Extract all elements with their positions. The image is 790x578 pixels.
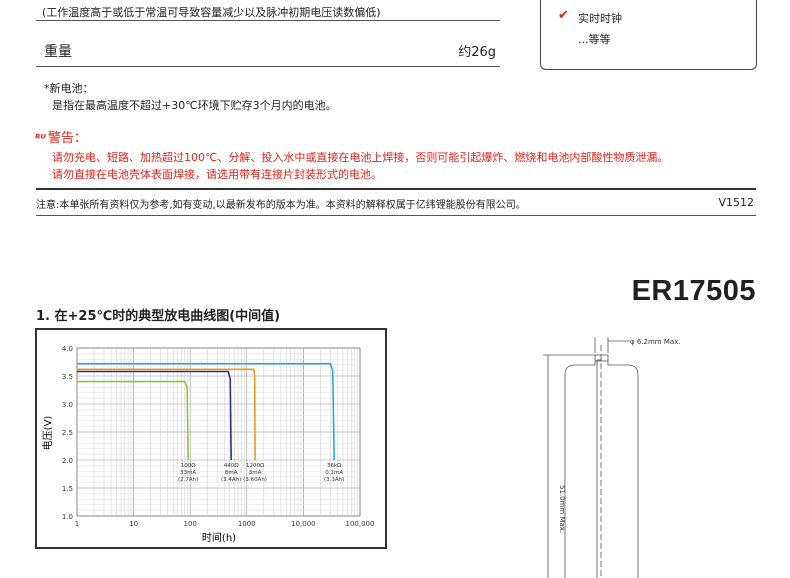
y-tick-label: 4.0: [62, 345, 73, 353]
application-item: 实时时钟: [578, 12, 622, 25]
divider: [36, 66, 500, 67]
divider: [36, 215, 756, 216]
x-tick-label: 1: [75, 520, 79, 528]
series-label: 33mA: [180, 470, 196, 476]
chart-frame: [35, 328, 387, 549]
series-label: 440Ω: [224, 463, 239, 469]
weight-label: 重量: [44, 44, 72, 60]
series-line: [77, 362, 335, 461]
y-axis-label: 电压(V): [41, 416, 54, 451]
x-tick-label: 10: [129, 520, 138, 528]
chart-title: 1. 在+25℃时的典型放电曲线图(中间值): [36, 309, 281, 324]
version-code: V1512: [718, 196, 754, 209]
chart-grid: [76, 347, 361, 517]
new-battery-definition: 是指在最高温度不超过+30℃环境下贮存3个月内的电池。: [52, 99, 337, 112]
model-number: ER17505: [631, 275, 756, 307]
x-tick-label: 10,000: [291, 520, 316, 528]
x-tick-label: 100: [184, 520, 197, 528]
y-tick-label: 3.0: [62, 401, 73, 409]
battery-dimension-drawing: φ 6.2mm Max. 51.0mm Max.: [543, 337, 681, 578]
series-label: (3.4Ah): [221, 477, 241, 483]
check-icon: ✔: [558, 8, 569, 23]
length-label: 51.0mm Max.: [558, 485, 566, 533]
series-label: 3mA: [249, 470, 262, 476]
series-label: 8mA: [225, 470, 238, 476]
new-battery-title: *新电池：: [44, 82, 94, 95]
application-item: ...等等: [578, 33, 611, 46]
series-label: 100Ω: [181, 463, 196, 469]
disclaimer: 注意:本单张所有资料仅为参考,如有变动,以最新发布的版本为准。本资料的解释权属于…: [36, 200, 526, 211]
y-tick-label: 3.5: [62, 373, 73, 381]
y-tick-label: 2.5: [62, 429, 73, 437]
series-label: 36kΩ: [327, 463, 341, 469]
y-tick-label: 2.0: [62, 457, 73, 465]
series-line: [77, 368, 256, 461]
series-label: (2.7Ah): [178, 477, 198, 483]
series-label: (3.3Ah): [324, 477, 344, 483]
chart-series: 100Ω33mA(2.7Ah)440Ω8mA(3.4Ah)1200Ω3mA(3.…: [77, 362, 344, 483]
divider: [36, 188, 756, 190]
series-label: 1200Ω: [246, 463, 264, 469]
x-axis-label: 时间(h): [202, 531, 236, 544]
series-label: (3.60Ah): [243, 477, 267, 483]
y-tick-label: 1.5: [62, 485, 73, 493]
y-tick-label: 1.0: [62, 513, 73, 521]
series-line: [77, 380, 189, 461]
weight-value: 约26g: [458, 45, 496, 60]
chart-ticks: 1.0 1.5 2.0 2.5 3.0 3.5 4.0 1 10 100 1000 10,000 100…: [62, 345, 375, 528]
discharge-chart: 100Ω33mA(2.7Ah)440Ω8mA(3.4Ah)1200Ω3mA(3.…: [41, 345, 375, 544]
warning-line: 请勿充电、短路、加热超过100℃、分解、投入水中或直接在电池上焊接，否则可能引起…: [52, 151, 669, 164]
x-tick-label: 1000: [238, 520, 256, 528]
application-box: [540, 0, 757, 70]
diameter-label: φ 6.2mm Max.: [630, 338, 681, 346]
temperature-note: (工作温度高于或低于常温可导致容量减少以及脉冲初期电压读数偏低): [42, 6, 381, 19]
ul-mark-icon: ᴿᵁ: [35, 132, 46, 145]
divider: [36, 20, 500, 21]
warning-line: 请勿直接在电池壳体表面焊接，请选用带有连接片封装形式的电池。: [52, 168, 382, 181]
x-tick-label: 100,000: [346, 520, 375, 528]
series-line: [77, 370, 232, 461]
series-label: 0.1mA: [325, 470, 343, 476]
warning-title: 警告：: [47, 131, 87, 146]
